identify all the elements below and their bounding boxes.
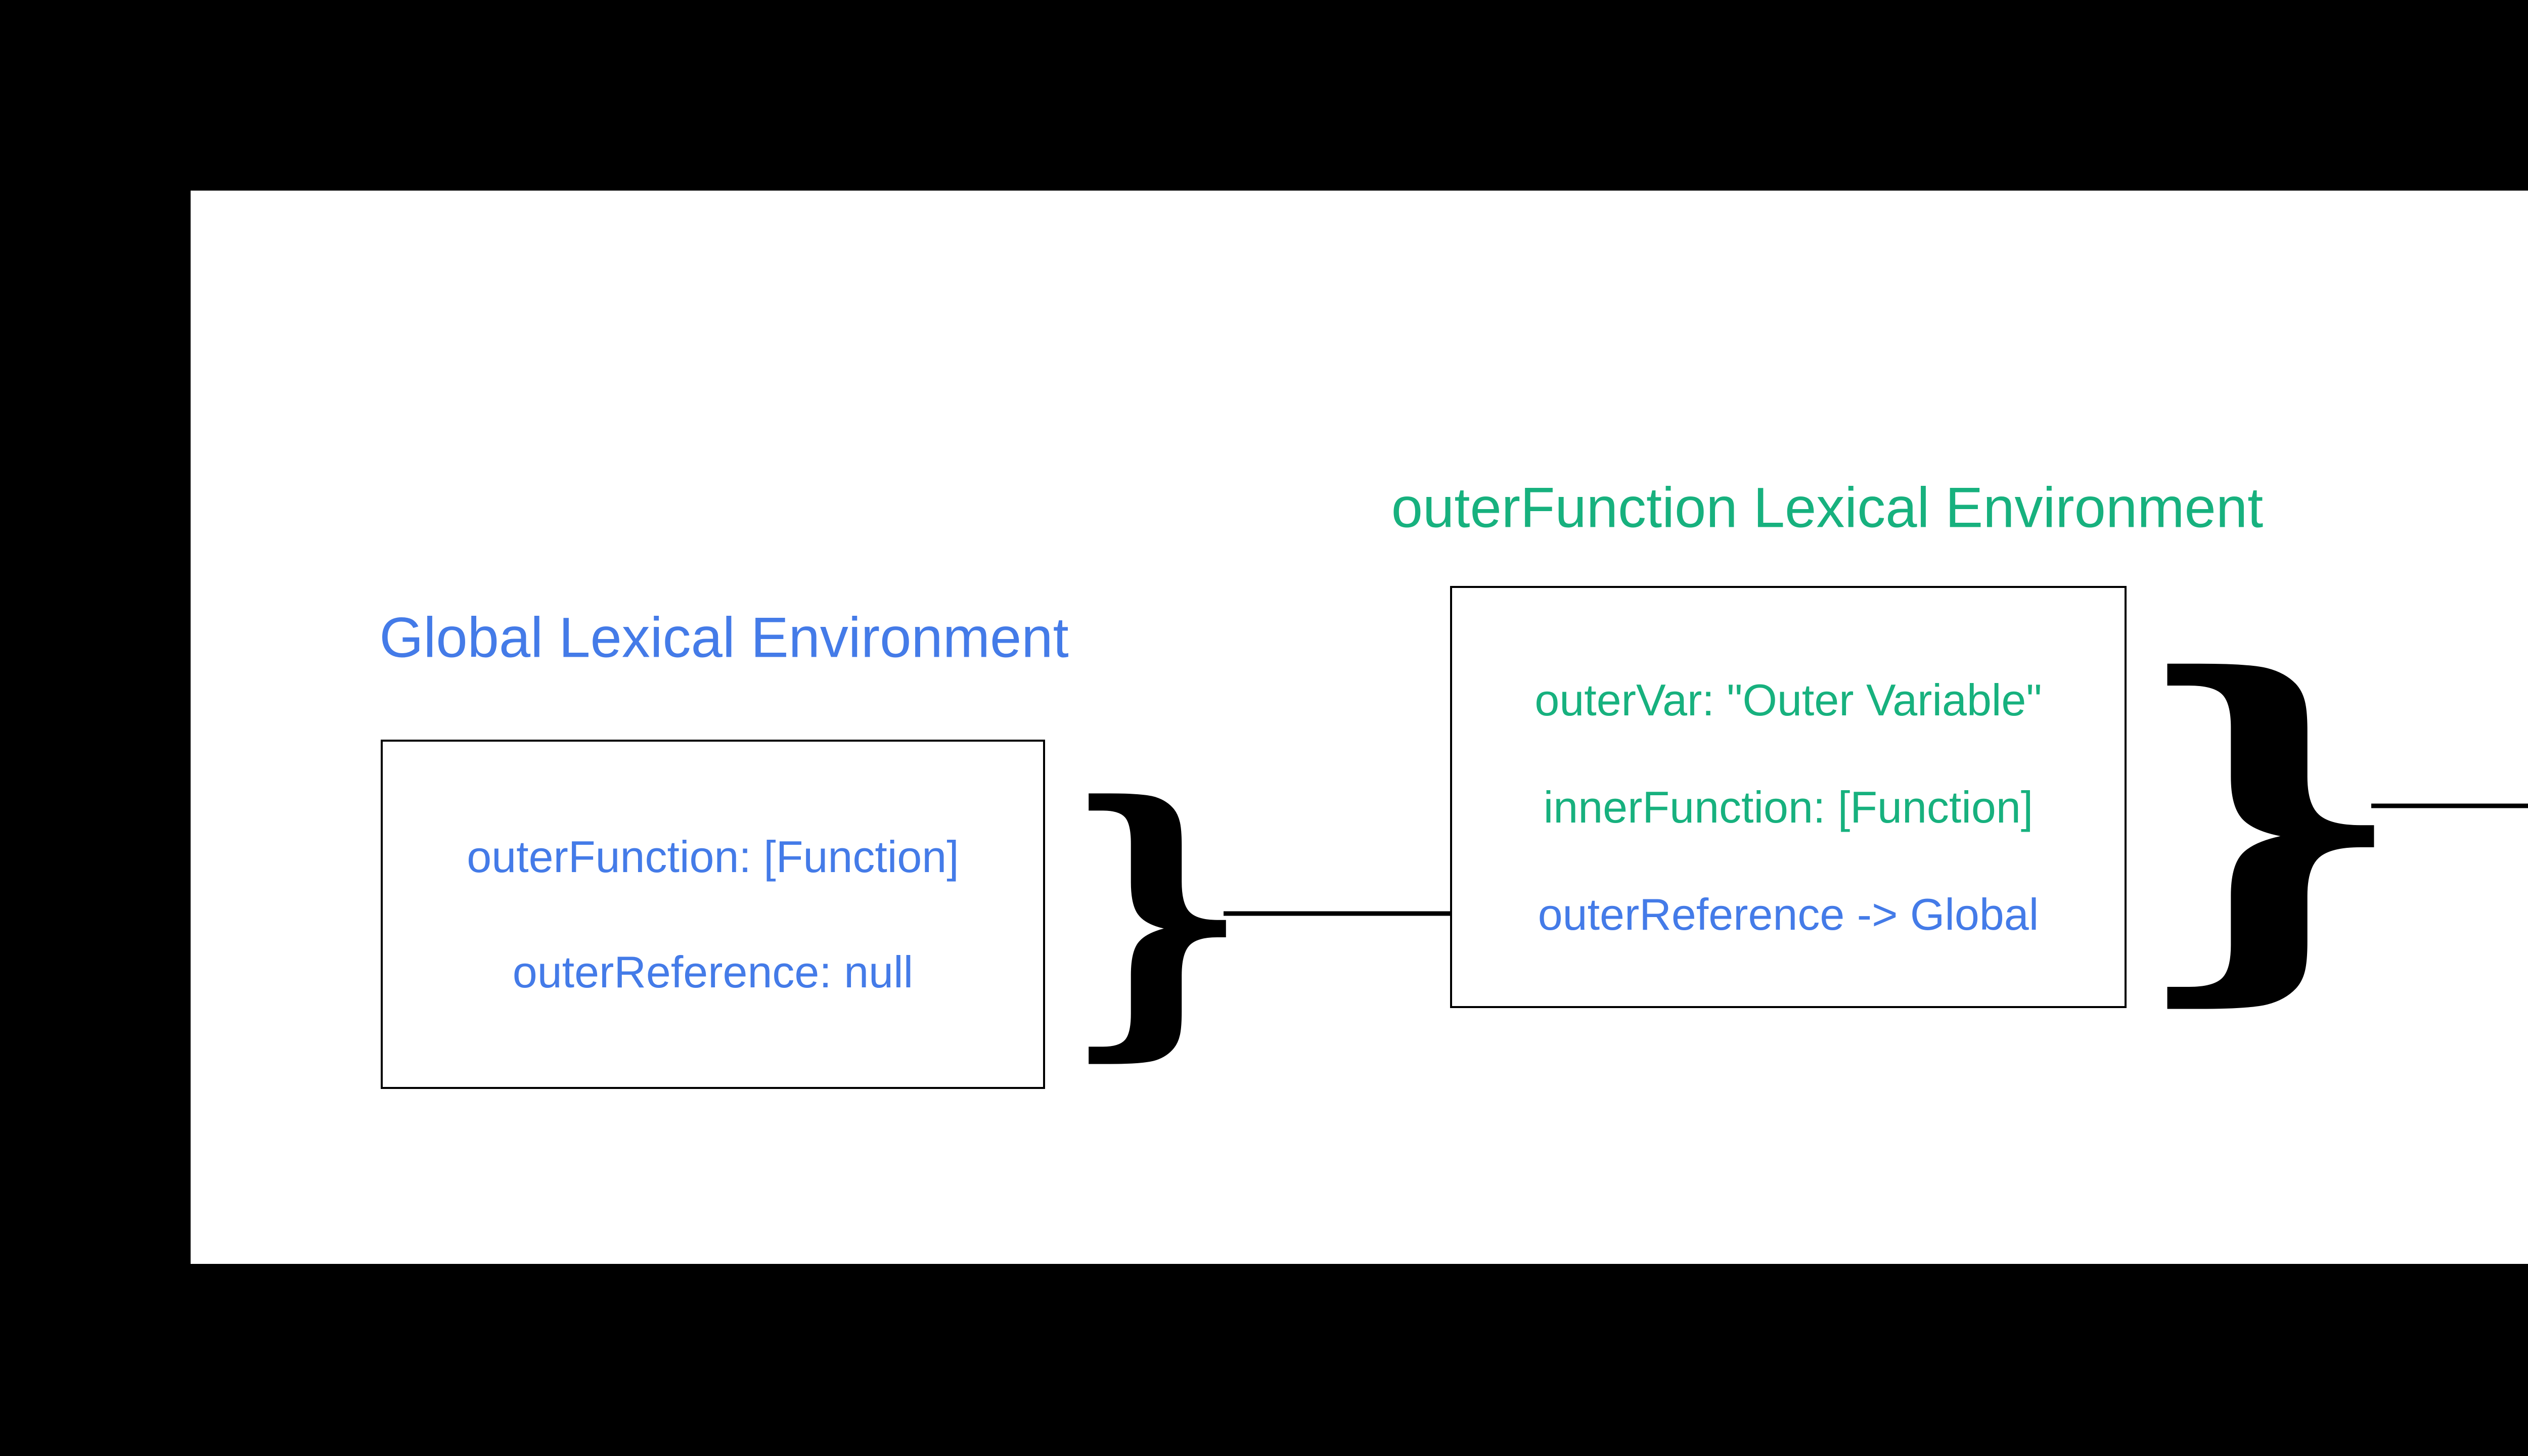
outerfunction-env-entry-innerfunction: innerFunction: [Function] bbox=[1543, 782, 2034, 832]
global-env-entry-outerreference: outerReference: null bbox=[512, 946, 914, 997]
global-env-title: Global Lexical Environment bbox=[379, 606, 1069, 669]
outerfunction-env-entry-outerreference: outerReference -> Global bbox=[1538, 889, 2039, 940]
global-env-box: outerFunction: [Function] outerReference… bbox=[381, 740, 1045, 1089]
outerfunction-env-box: outerVar: "Outer Variable" innerFunction… bbox=[1450, 586, 2127, 1008]
diagram-canvas: Global Lexical Environment outerFunction… bbox=[191, 191, 2528, 1264]
arrow-outerfunction-to-innerfunction-icon bbox=[2371, 803, 2528, 808]
outerfunction-env-title: outerFunction Lexical Environment bbox=[1391, 476, 2264, 539]
curly-brace-outerfunction-icon: } bbox=[2127, 597, 2411, 1036]
curly-brace-global-icon: } bbox=[1062, 741, 1251, 1085]
global-env-entry-outerfunction: outerFunction: [Function] bbox=[467, 832, 959, 882]
outerfunction-env-entry-outervar: outerVar: "Outer Variable" bbox=[1534, 674, 2042, 725]
